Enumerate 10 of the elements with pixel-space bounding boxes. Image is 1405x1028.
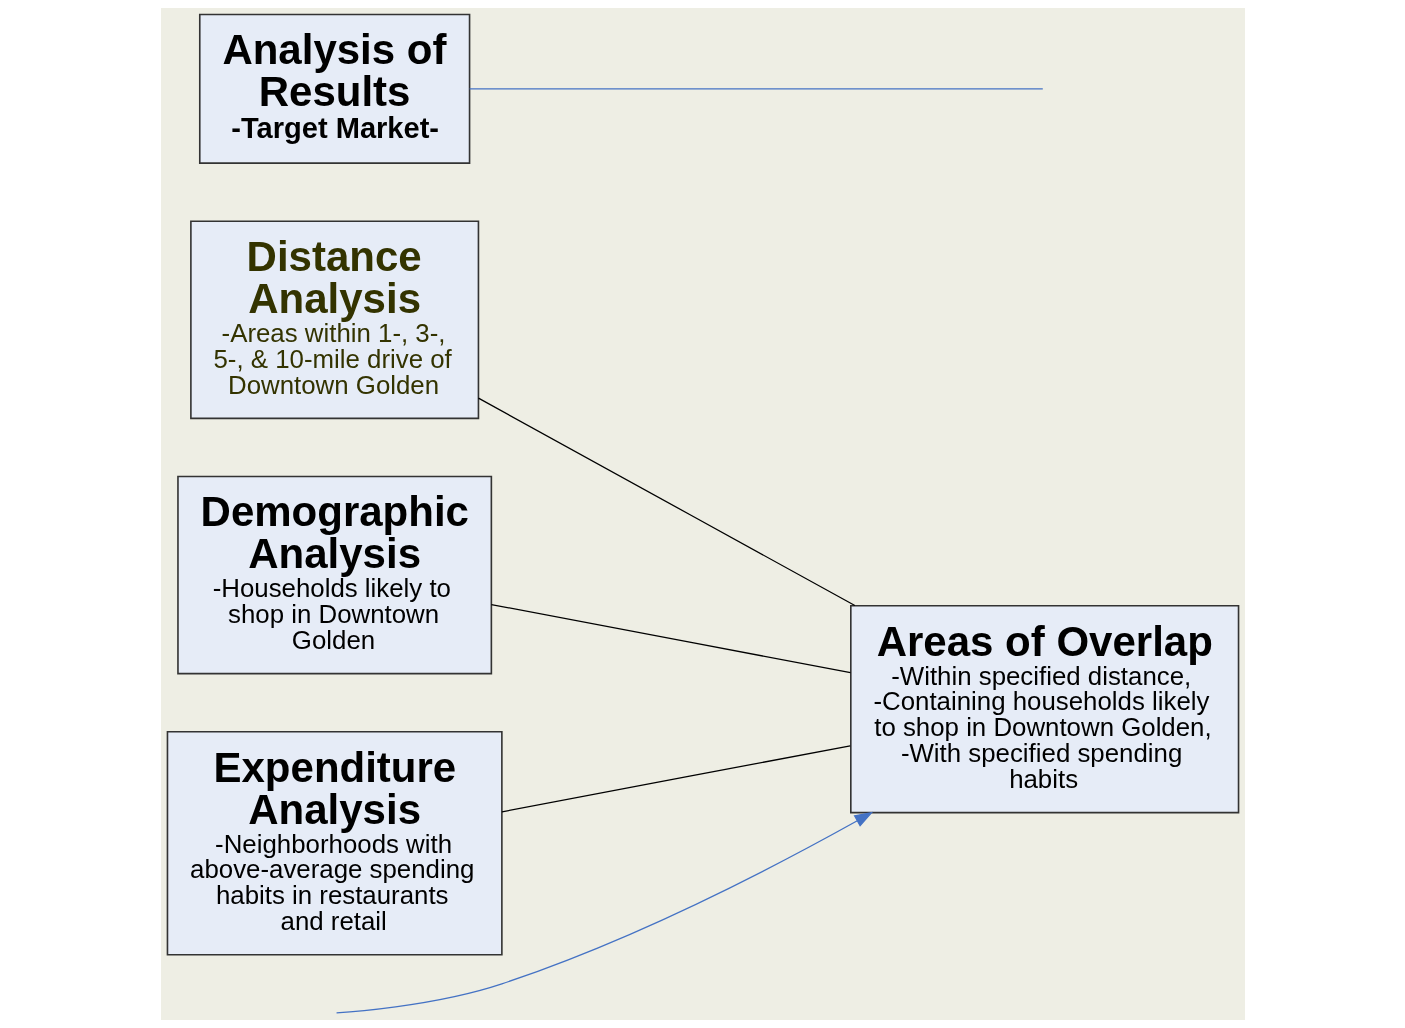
connector bbox=[490, 603, 851, 674]
arrow bbox=[335, 811, 873, 1014]
connector bbox=[477, 397, 855, 607]
connector bbox=[468, 88, 1043, 90]
node-box: Analysis of Results -Target Market- bbox=[198, 13, 470, 164]
node-box: Demographic Analysis -Households likely to shop in Downtown Golden bbox=[176, 475, 492, 675]
connector bbox=[500, 745, 851, 813]
node-box: Expenditure Analysis -Neighborhoods with above-average spending habits in restaurants and retail bbox=[166, 731, 503, 956]
node-box: Distance Analysis -Areas within 1-, 3-, 5-, & 10-mile drive of Downtown Golden bbox=[189, 220, 479, 420]
node-box: Areas of Overlap -Within specified distance, -Containing households likely to shop in Downtown Golden, -With specified spending habits bbox=[849, 605, 1239, 814]
